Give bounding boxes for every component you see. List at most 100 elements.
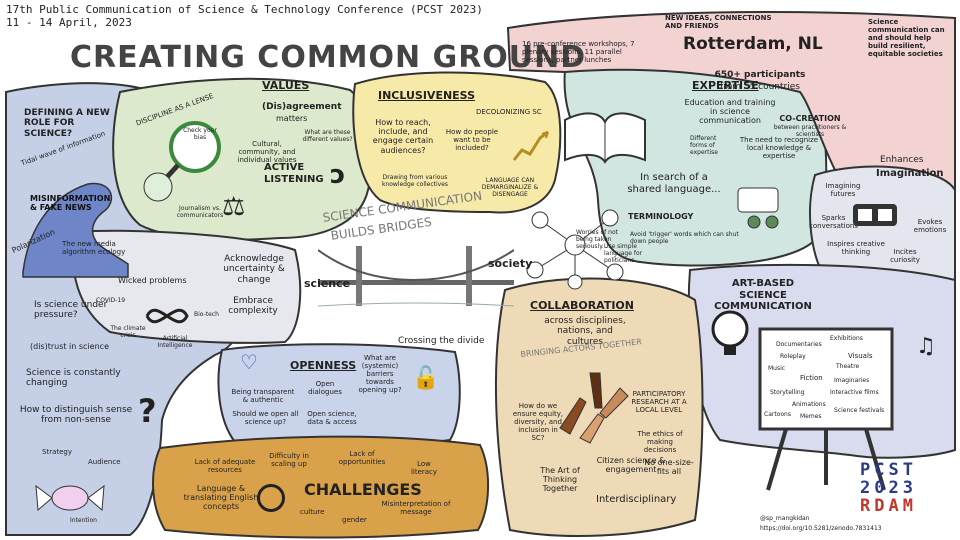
music-note-icon: ♫ <box>916 334 936 359</box>
culture-text: culture <box>300 508 325 516</box>
language-text: LANGUAGE CAN DEMARGINALIZE & DISENGAGE <box>481 177 539 198</box>
collaboration-title: COLLABORATION <box>530 299 634 312</box>
inclusiveness-blob <box>352 71 562 214</box>
resources-text: Lack of adequate resources <box>194 458 256 475</box>
values-title: VALUES <box>262 79 310 92</box>
role-title: DEFINING A NEW ROLE FOR SCIENCE? <box>24 108 110 139</box>
main-title: CREATING COMMON GROUND <box>70 40 587 75</box>
distinguish-text: How to distinguish sense from non-sense <box>19 405 133 426</box>
recognize-text: The need to recognize local knowledge & … <box>739 136 819 161</box>
expertise-title: EXPERTISE <box>692 79 759 92</box>
art-item: Theatre <box>836 363 860 370</box>
footer-handle: @sp_mangkidan <box>760 515 810 522</box>
network-icon <box>526 209 624 290</box>
challenges-blob <box>152 435 489 539</box>
trust-text: (dis)trust in science <box>30 342 109 351</box>
logo-row-2: 2023 <box>860 477 917 498</box>
audience-text: Audience <box>88 458 121 466</box>
active-listening-text: ACTIVE LISTENING <box>264 162 324 185</box>
evokes-text: Evokes emotions <box>913 218 947 235</box>
wicked-text: Wicked problems <box>118 276 187 285</box>
heart-hand-icon: ♡ <box>240 350 258 374</box>
ensure-text: How do we ensure equity, diversity, and … <box>512 402 564 443</box>
city-text: Rotterdam, NL <box>683 34 823 54</box>
disagreement-text: (Dis)agreement <box>262 102 342 112</box>
conference-title: 17th Public Communication of Science & T… <box>6 3 483 16</box>
disagreement-matters: matters <box>276 114 308 123</box>
different-values-text: What are these different values? <box>302 129 353 143</box>
education-text: Education and training in science commun… <box>684 98 776 126</box>
included-text: How do people want to be included? <box>445 128 499 153</box>
participants-text: 650+ participants <box>714 70 806 80</box>
cocreation-title: CO-CREATION <box>779 114 841 123</box>
sessions-text: 16 pre-conference workshops, 7 plenary s… <box>522 40 635 65</box>
participatory-text: PARTICIPATORY RESEARCH AT A LOCAL LEVEL <box>631 390 687 415</box>
bridge-icon <box>318 246 514 307</box>
climate-text: The climate crisis <box>110 325 146 339</box>
values-blob <box>112 77 375 241</box>
footer-doi: https://doi.org/10.5281/zenodo.7831413 <box>760 525 882 532</box>
magnifier-icon <box>143 121 221 202</box>
speech-icon <box>737 187 779 229</box>
changing-text: Science is constantly changing <box>26 368 121 389</box>
algorithm-text: The new media algorithm ecology <box>62 240 126 257</box>
biotech-text: Bio-tech <box>194 311 219 318</box>
art-item: Exhibitions <box>830 335 863 342</box>
art-title: ART-BASED SCIENCE COMMUNICATION <box>714 278 812 312</box>
wicked-blob <box>71 229 302 344</box>
worries-text: Worries of not being taken seriously... <box>576 229 618 250</box>
drawing-text: Drawing from various knowledge collectiv… <box>381 174 449 188</box>
countries-text: from 55 countries <box>720 82 800 92</box>
wave-icon <box>22 182 129 278</box>
candy-icon <box>35 484 105 512</box>
dialogues-text: Open dialogues <box>308 380 342 397</box>
no-entry-icon <box>257 484 285 512</box>
openness-title: OPENNESS <box>290 359 357 372</box>
hands-icon <box>559 372 629 444</box>
cultural-values-text: Cultural, community, and individual valu… <box>237 140 297 165</box>
creative-text: Inspires creative thinking <box>827 240 885 257</box>
simple-text: Use simple language for politicians <box>604 243 643 264</box>
art-item: Memes <box>800 413 822 420</box>
translating-text: Language & translating English concepts <box>183 484 259 512</box>
journalism-text: Journalism vs. communicators <box>176 205 224 219</box>
interdisciplinary-text: Interdisciplinary <box>596 494 677 505</box>
across-text: across disciplines, nations, and culture… <box>544 316 626 347</box>
covid-text: COVID-19 <box>96 297 126 304</box>
ear-icon: ↄ <box>330 160 346 190</box>
logo-row-1: PCST <box>860 460 917 480</box>
futures-text: Imagining futures <box>825 182 861 199</box>
art-item: Storytelling <box>770 389 805 396</box>
enhances-text: Enhances <box>880 155 924 165</box>
scaling-text: Difficulty in scaling up <box>269 452 309 469</box>
sparks-text: Sparks conversations <box>809 214 858 231</box>
imagination-text: Imagination <box>876 168 944 179</box>
openness-blob <box>217 343 461 448</box>
shared-language-text: In search of a shared language... <box>627 172 721 195</box>
pressure-text: Is science under pressure? <box>34 300 108 321</box>
lock-icon: 🔓 <box>412 366 440 391</box>
terminology-text: TERMINOLOGY <box>628 212 694 221</box>
art-item: Roleplay <box>780 353 806 360</box>
misinterpretation-text: Misinterpretation of message <box>381 500 451 517</box>
art-item: Documentaries <box>776 341 822 348</box>
opportunities-text: Lack of opportunities <box>338 450 386 467</box>
pcst-logo: PCST 2023 RDAM <box>860 460 917 516</box>
curiosity-text: Incites curiosity <box>890 248 920 265</box>
decolonizing-text: DECOLONIZING SC <box>476 108 542 116</box>
open-science-text: Open science, data & access <box>307 410 357 427</box>
misinfo-text: MISINFORMATION & FAKE NEWS <box>30 194 111 213</box>
stairs-icon <box>512 130 549 161</box>
barriers-text: What are (systemic) barriers towards ope… <box>358 354 402 395</box>
easel-icon <box>758 327 894 491</box>
society-text: society <box>488 257 533 270</box>
avoid-text: Avoid 'trigger' words which can shut dow… <box>630 231 739 245</box>
crossing-text: Crossing the divide <box>398 336 485 346</box>
inclusiveness-title: INCLUSIVENESS <box>378 89 476 102</box>
art-item: Fiction <box>800 374 823 382</box>
book-icon <box>564 112 646 164</box>
conference-dates: 11 - 14 April, 2023 <box>6 15 132 29</box>
lightbulb-icon <box>711 310 749 355</box>
scales-icon: ⚖ <box>222 192 246 222</box>
logo-row-3: RDAM <box>860 495 917 516</box>
